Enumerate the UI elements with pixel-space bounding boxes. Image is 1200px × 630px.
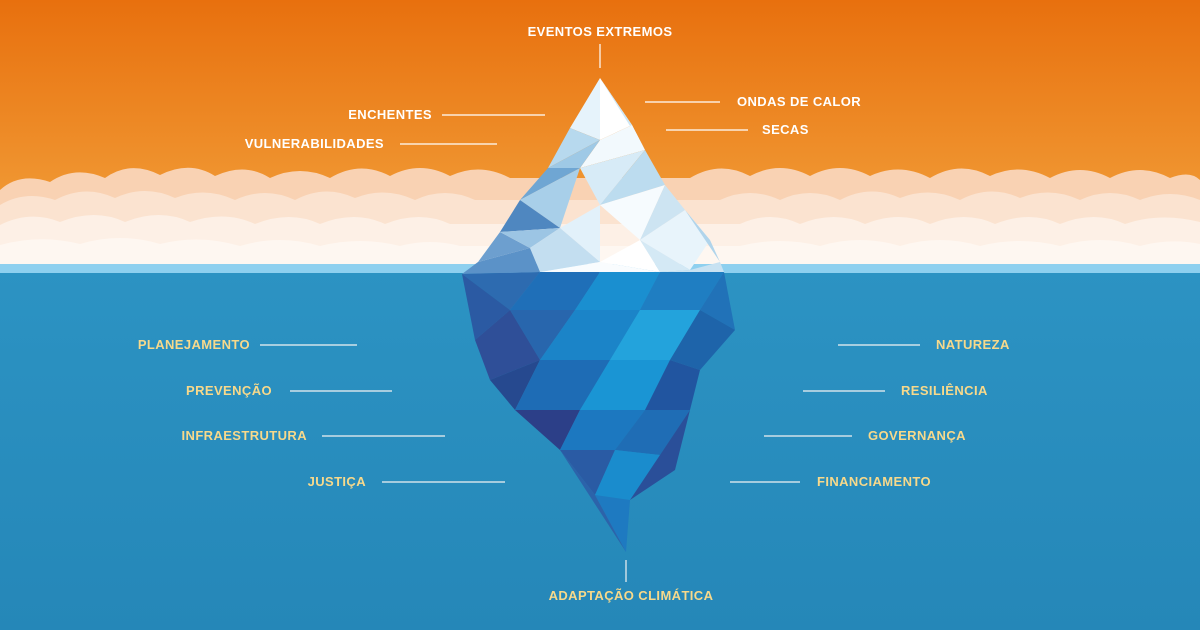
iceberg-submerged xyxy=(462,272,735,552)
leader-lines-above xyxy=(400,44,748,145)
label-adaptacao-climatica: ADAPTAÇÃO CLIMÁTICA xyxy=(548,588,714,603)
label-justica: JUSTIÇA xyxy=(307,474,366,489)
label-planejamento: PLANEJAMENTO xyxy=(137,337,250,352)
label-eventos-extremos: EVENTOS EXTREMOS xyxy=(527,24,673,39)
iceberg-tip xyxy=(462,78,724,274)
label-vulnerabilidades: VULNERABILIDADES xyxy=(244,136,384,151)
label-resiliencia: RESILIÊNCIA xyxy=(901,383,988,398)
label-governanca: GOVERNANÇA xyxy=(868,428,966,443)
label-secas: SECAS xyxy=(762,122,809,137)
label-prevencao: PREVENÇÃO xyxy=(186,383,272,398)
leader-lines-below xyxy=(260,344,920,582)
label-infraestrutura: INFRAESTRUTURA xyxy=(181,428,307,443)
label-financiamento: FINANCIAMENTO xyxy=(817,474,932,489)
label-natureza: NATUREZA xyxy=(936,337,1010,352)
label-enchentes: ENCHENTES xyxy=(348,107,432,122)
label-ondas-de-calor: ONDAS DE CALOR xyxy=(737,94,862,109)
